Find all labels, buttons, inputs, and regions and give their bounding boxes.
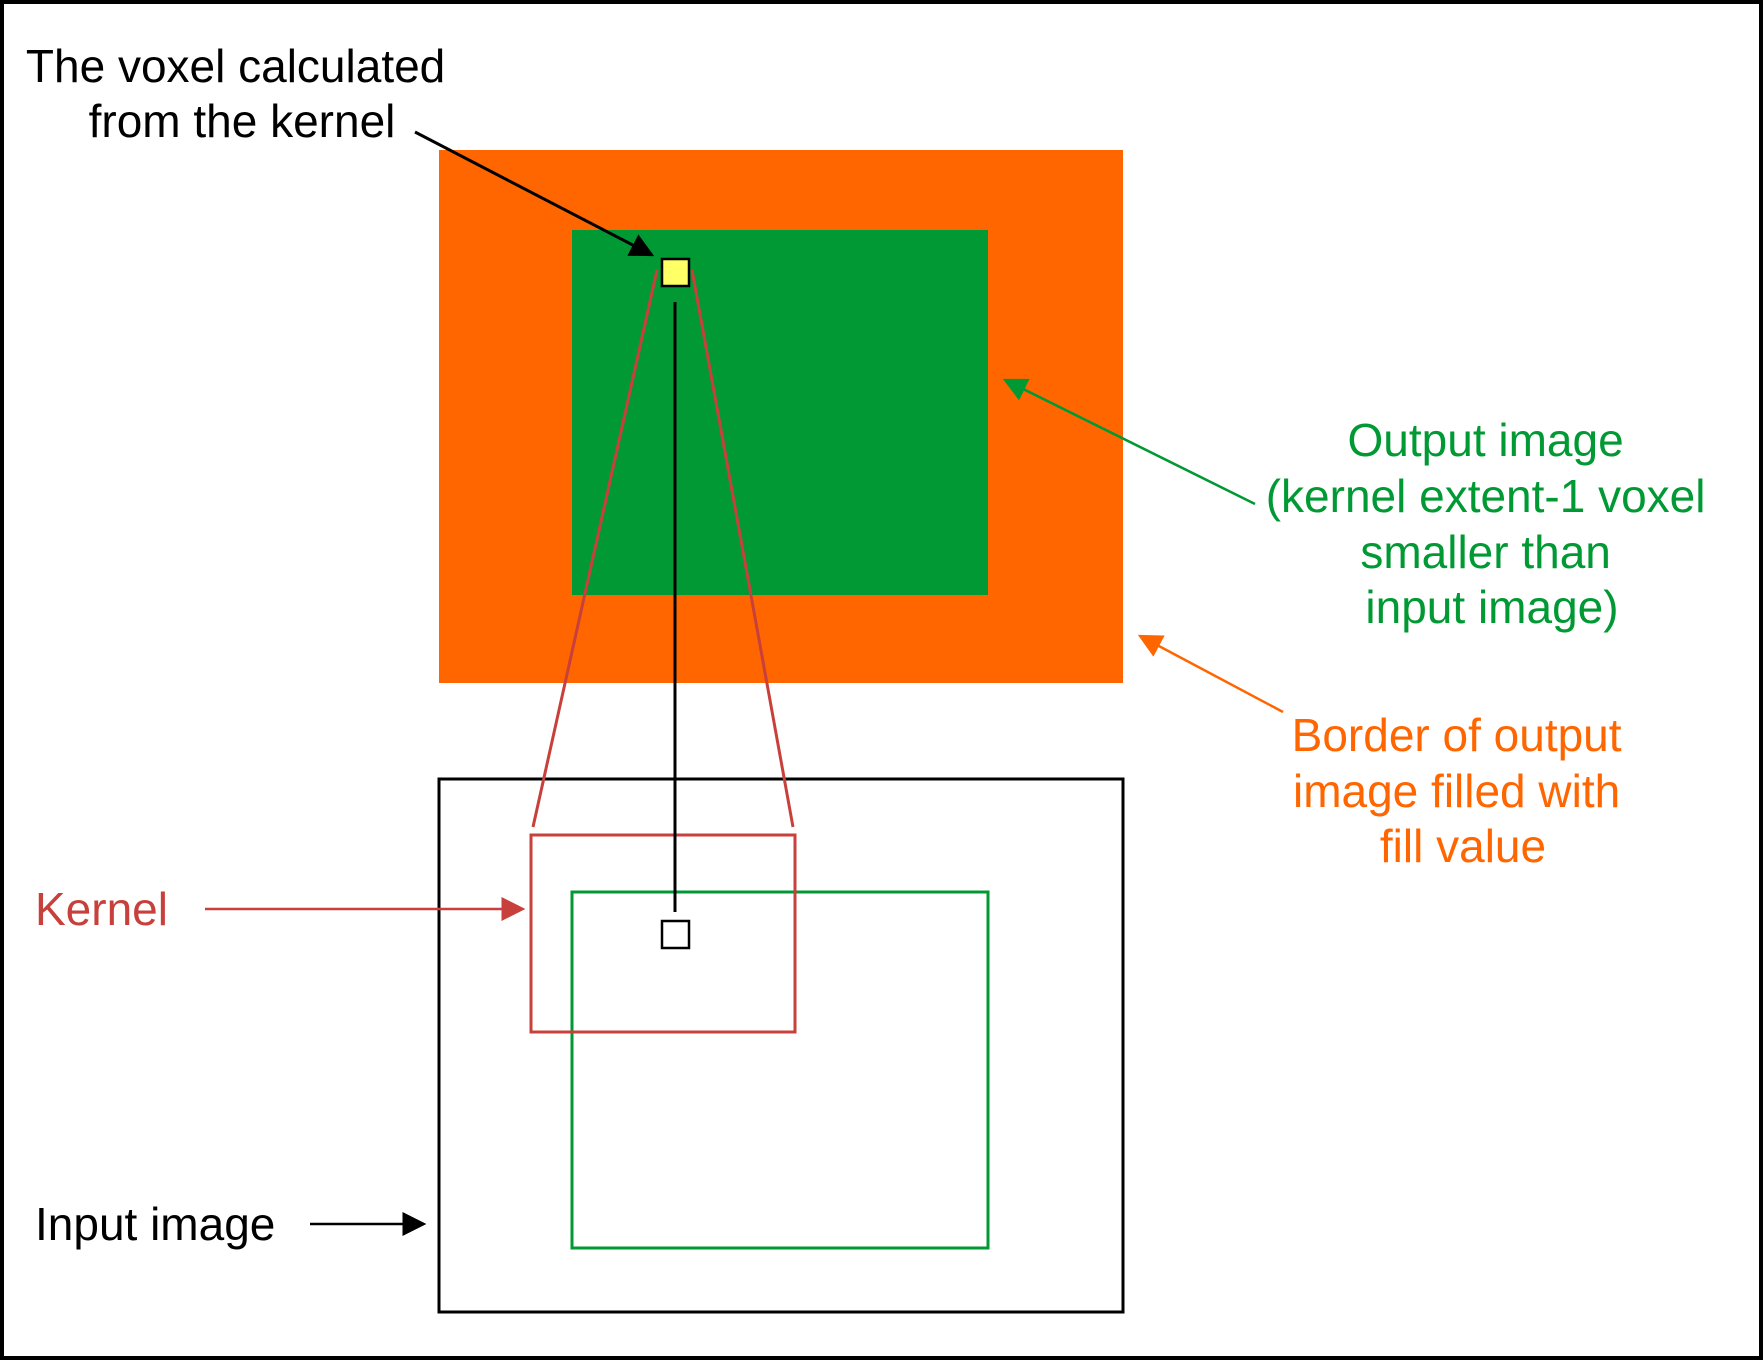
output-image-region	[572, 230, 988, 595]
kernel-rect	[529, 833, 797, 1034]
border-label-line-1: Border of output	[1292, 709, 1622, 761]
output-label-line-3: smaller than	[1360, 526, 1611, 578]
input-image-rect	[437, 777, 1125, 1314]
voxel-label: The voxel calculated from the kernel	[26, 40, 458, 147]
voxel-label-line-1: The voxel calculated	[26, 40, 445, 92]
border-label-line-3: fill value	[1380, 820, 1546, 872]
border-label: Border of output image filled with fill …	[1292, 709, 1635, 872]
output-label-line-4: input image)	[1365, 581, 1618, 633]
output-image-arrow	[1002, 378, 1256, 506]
output-extent-outline	[570, 890, 990, 1250]
output-voxel	[660, 257, 691, 288]
output-label-line-2: (kernel extent-1 voxel	[1266, 470, 1706, 522]
kernel-label: Kernel	[35, 883, 168, 935]
output-image-label: Output image (kernel extent-1 voxel smal…	[1266, 414, 1719, 633]
input-voxel	[660, 919, 691, 950]
border-label-line-2: image filled with	[1293, 765, 1620, 817]
kernel-projection-left	[531, 269, 659, 828]
output-label-line-1: Output image	[1348, 414, 1624, 466]
voxel-label-line-2: from the kernel	[89, 95, 396, 147]
border-arrow	[1137, 634, 1284, 714]
voxel-arrow	[414, 130, 655, 257]
kernel-projection-right	[690, 269, 795, 828]
input-image-label: Input image	[35, 1198, 275, 1250]
